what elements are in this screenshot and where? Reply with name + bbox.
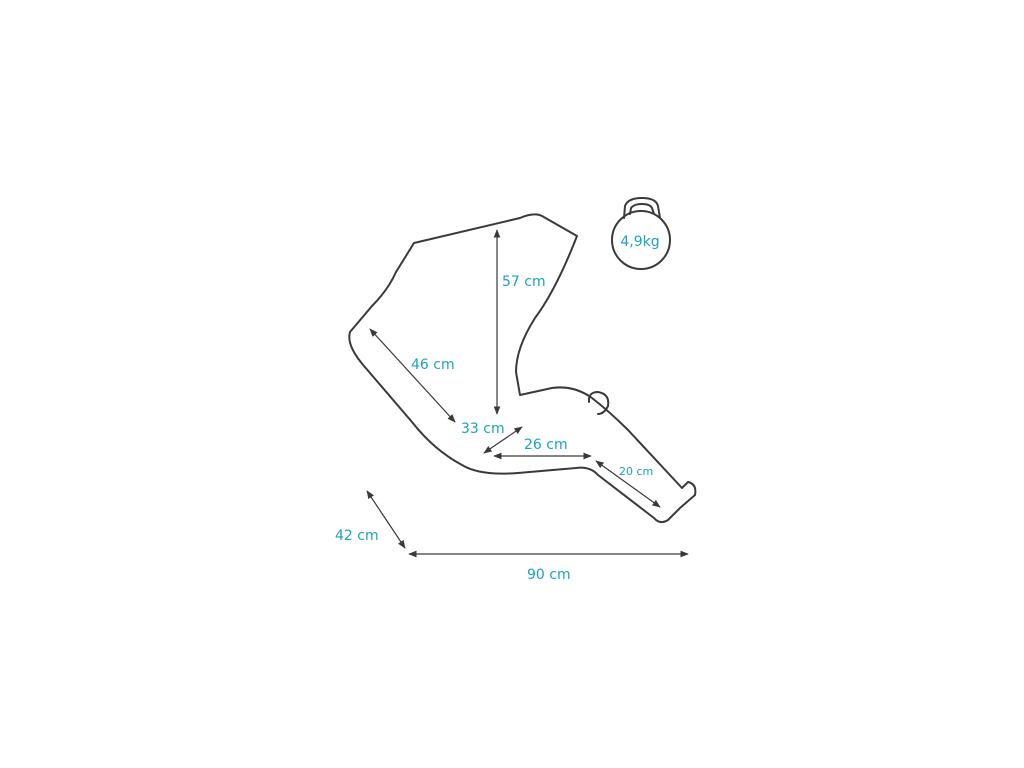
footrest-length-arrow xyxy=(595,460,661,508)
footrest-length-label: 20 cm xyxy=(619,465,653,478)
overall-width-arrow xyxy=(366,490,406,549)
kettlebell-handle xyxy=(623,197,661,219)
backrest-length-arrow xyxy=(369,328,456,423)
overall-width-label: 42 cm xyxy=(335,528,379,544)
seat-depth-label: 33 cm xyxy=(461,421,505,437)
weight-label: 4,9kg xyxy=(620,234,659,250)
backrest-length-label: 46 cm xyxy=(411,357,455,373)
kettlebell-handle-inner xyxy=(629,203,655,215)
seat-depth-arrow xyxy=(483,426,523,454)
kettlebell-body xyxy=(611,210,671,270)
kettlebell-icon xyxy=(611,197,671,270)
seat-width-label: 26 cm xyxy=(524,437,568,453)
overall-length-label: 90 cm xyxy=(527,567,571,583)
seat-knob xyxy=(587,391,610,415)
backrest-height-label: 57 cm xyxy=(502,274,546,290)
